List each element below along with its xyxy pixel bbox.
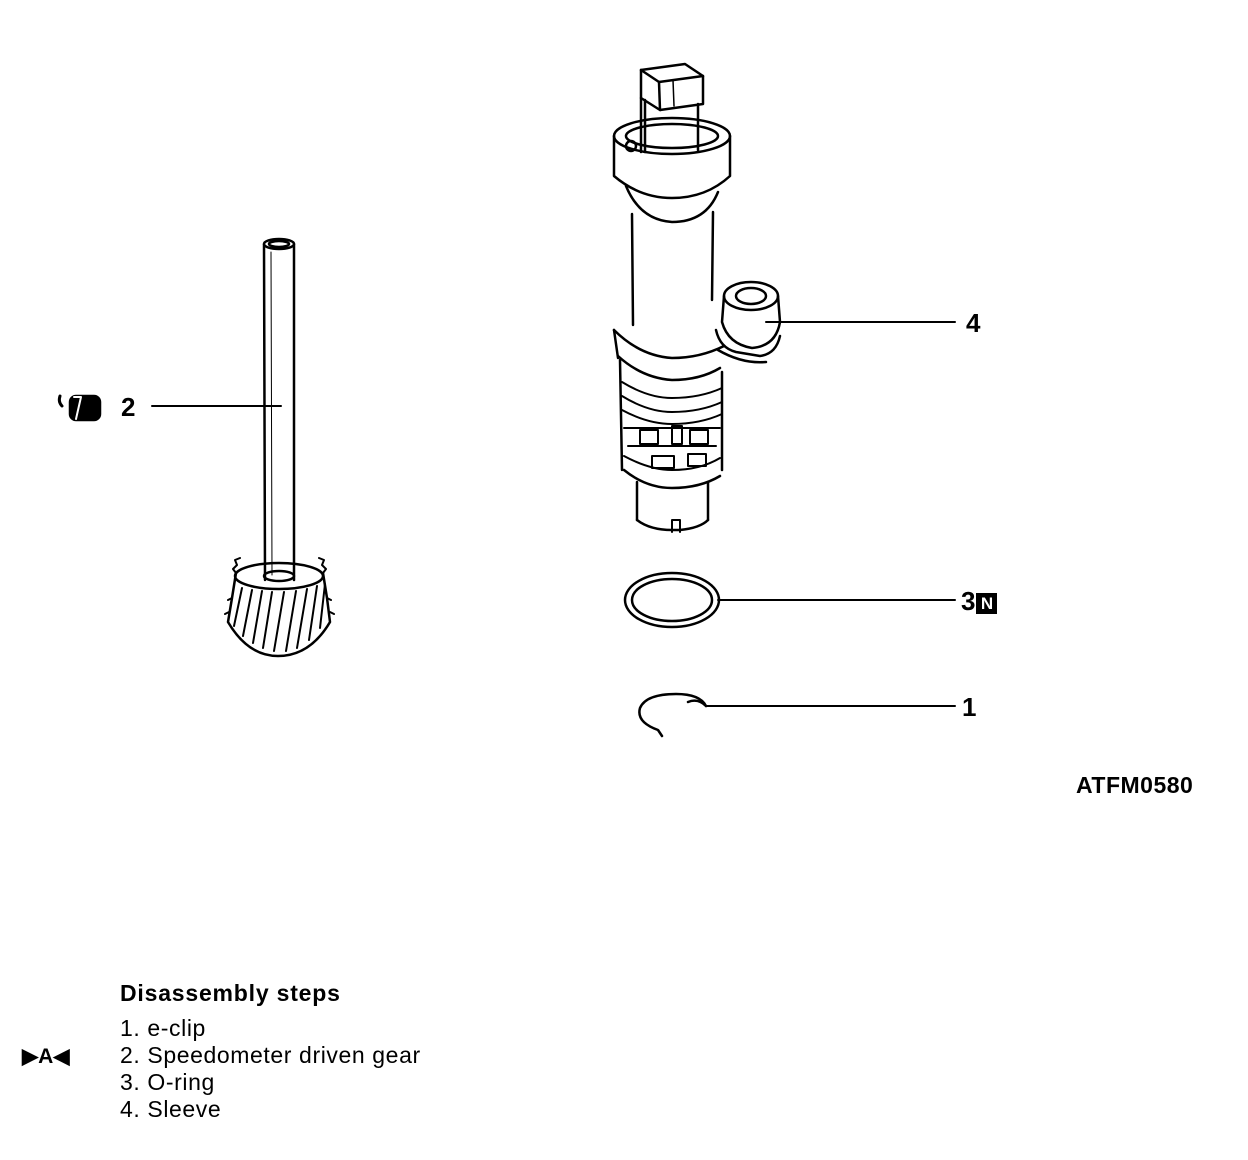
sleeve: [612, 62, 782, 533]
grease-symbol-icon: [57, 394, 102, 422]
step-item: 2. Speedometer driven gear: [120, 1042, 421, 1068]
callout-1: 1: [962, 692, 977, 722]
service-point-a-marker: ▶A◀: [22, 1045, 70, 1068]
callout-4: 4: [966, 308, 981, 338]
figure-code: ATFM0580: [1076, 772, 1194, 798]
new-part-badge: N: [976, 593, 998, 614]
callout-2: 2: [121, 392, 136, 422]
speedometer-driven-gear: [224, 237, 335, 658]
step-item: 1. e-clip: [120, 1015, 206, 1041]
step-item: 3. O-ring: [120, 1069, 215, 1095]
steps-title: Disassembly steps: [120, 980, 341, 1006]
step-item: 4. Sleeve: [120, 1096, 222, 1122]
e-clip: [638, 692, 708, 738]
callout-3-number: 3: [961, 586, 976, 616]
o-ring: [623, 571, 721, 629]
steps-list: 1. e-clip 2. Speedometer driven gear 3. …: [120, 1015, 421, 1123]
